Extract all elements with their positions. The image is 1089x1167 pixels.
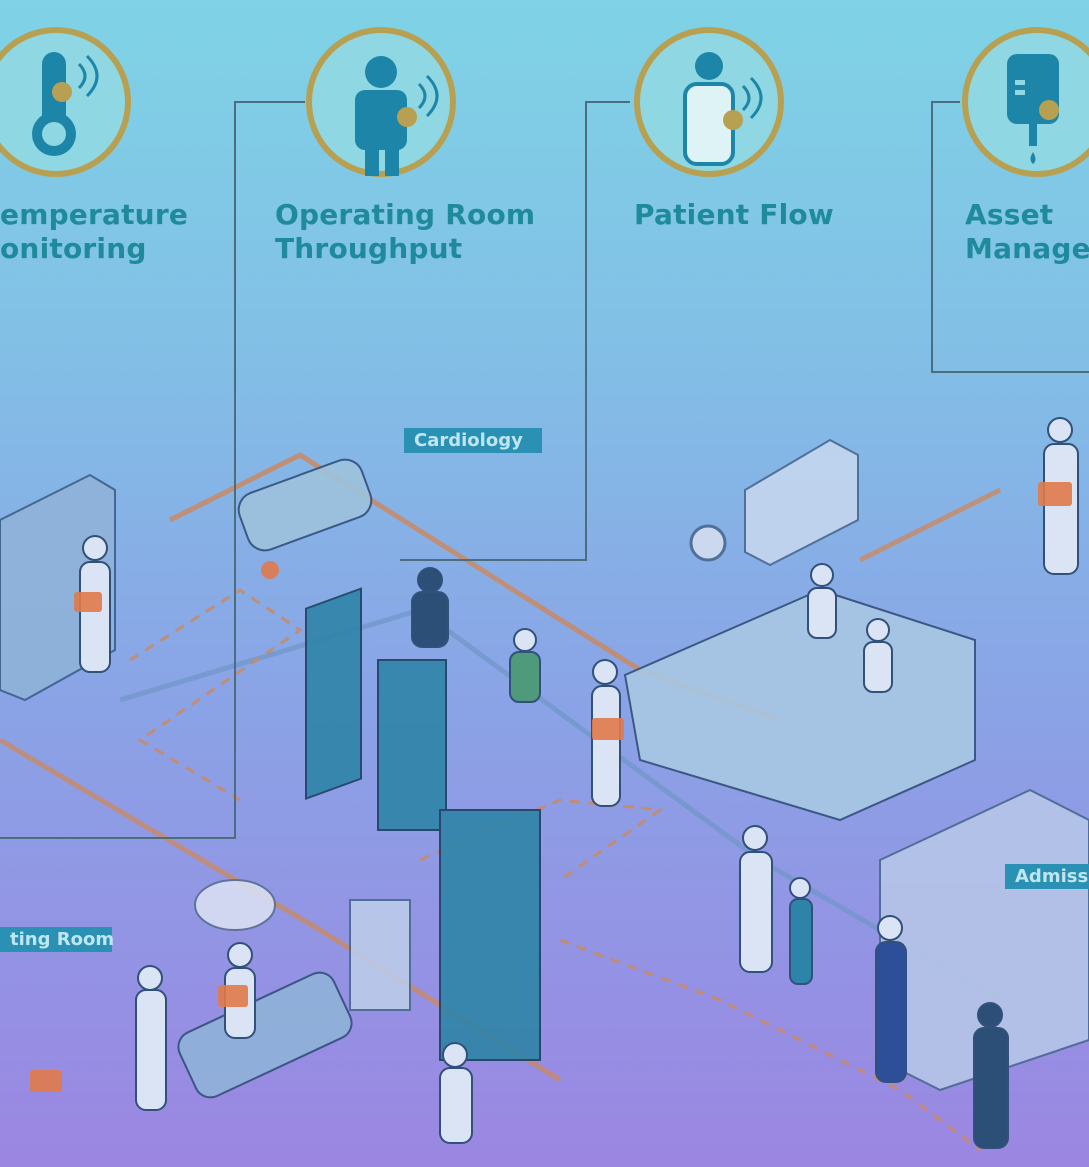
thermometer-icon xyxy=(0,27,131,177)
feature-title-temperature-monitoring: emperature onitoring xyxy=(0,198,188,266)
bed-cardiology xyxy=(237,458,373,552)
person-desk-staff-2 xyxy=(863,618,893,693)
rfid-tags xyxy=(30,482,1072,1092)
nurse-station xyxy=(623,588,976,822)
person-walking xyxy=(875,915,907,1083)
door-left xyxy=(305,587,362,800)
person-seated-bottom xyxy=(439,1042,473,1144)
feature-title-line: Asset xyxy=(965,198,1054,231)
feature-title-line: Throughput xyxy=(275,232,463,265)
person-seated xyxy=(509,628,541,703)
person-staff-left xyxy=(79,535,111,673)
ceiling-lamp xyxy=(194,879,276,931)
feature-title-line: Operating Room xyxy=(275,198,536,231)
people xyxy=(79,417,1079,1149)
person-surgeon-1 xyxy=(135,965,167,1111)
operating-table xyxy=(177,971,353,1099)
room-label-admission: Admiss xyxy=(1005,864,1089,889)
person-desk-staff xyxy=(807,563,837,639)
person-child xyxy=(789,877,813,985)
door-center xyxy=(377,659,447,831)
person-receptionist xyxy=(411,567,449,648)
feature-title-asset-management: Asset Managen xyxy=(965,198,1089,266)
feature-title-patient-flow: Patient Flow xyxy=(634,198,834,232)
door-right xyxy=(439,809,541,1061)
room-label-cardiology: Cardiology xyxy=(404,428,542,453)
iv-bag-icon xyxy=(962,27,1089,177)
person-doctor-right xyxy=(1043,417,1079,575)
patient-icon xyxy=(634,27,784,177)
feature-title-operating-room-throughput: Operating Room Throughput xyxy=(275,198,535,266)
wall-clock xyxy=(689,524,727,562)
feature-title-line: Managen xyxy=(965,232,1089,265)
feature-title-line: Patient Flow xyxy=(634,198,834,231)
person-visitor xyxy=(591,659,621,807)
wall-shelf xyxy=(744,438,859,567)
surgeon-icon xyxy=(306,27,456,177)
person-mother xyxy=(739,825,773,973)
room-label-operating-room: ting Room xyxy=(0,927,114,952)
equipment-cart xyxy=(349,899,411,1011)
feature-title-line: emperature xyxy=(0,198,189,231)
person-elderly xyxy=(973,1002,1009,1149)
connector-lines xyxy=(0,101,1089,839)
feature-title-line: onitoring xyxy=(0,232,147,265)
